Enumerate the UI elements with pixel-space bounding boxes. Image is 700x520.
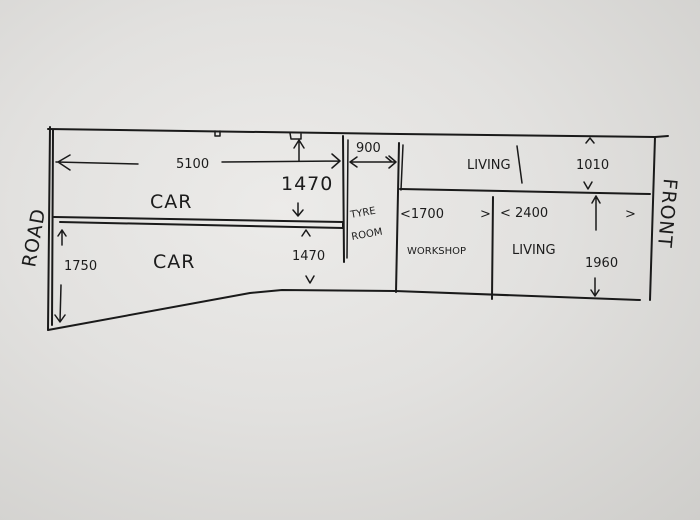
front-wall	[649, 136, 656, 301]
dim-1470-top: 1470	[281, 173, 333, 195]
car-top-label: CAR	[150, 191, 192, 213]
tyre-room-left-wall	[342, 135, 345, 263]
workshop-living-divider	[491, 196, 494, 300]
window-mark	[214, 130, 221, 137]
living-top-label: LIVING	[467, 158, 511, 173]
dim-arrow-900	[349, 155, 397, 169]
workshop-label: WORKSHOP	[407, 246, 466, 257]
living-divider	[399, 188, 651, 195]
dim-2400-end: >	[625, 207, 636, 222]
dim-1700-end: >	[480, 207, 491, 222]
dim-1010: 1010	[576, 158, 609, 173]
car-divider	[53, 216, 344, 229]
car-bottom-label: CAR	[153, 251, 195, 273]
dim-arrow-1750	[54, 229, 67, 323]
front-label: FRONT	[653, 178, 681, 250]
dim-1470-bottom: 1470	[292, 249, 325, 264]
dim-5100: 5100	[176, 157, 209, 172]
tyre-room-label-line2: ROOM	[351, 227, 384, 243]
road-label: ROAD	[18, 206, 50, 268]
dim-1700: <1700	[400, 207, 444, 222]
tyre-room-right-wall	[395, 142, 400, 293]
living-bottom-label: LIVING	[512, 243, 556, 258]
dim-arrow-1010	[583, 137, 595, 190]
dim-arrow-1470-bottom	[301, 229, 315, 284]
bottom-wall-slanted	[47, 289, 641, 331]
dim-arrow-5100	[55, 153, 341, 171]
rear-wall	[47, 126, 51, 331]
window-mark	[289, 132, 302, 140]
dim-900: 900	[356, 141, 381, 156]
dim-2400: < 2400	[500, 206, 548, 221]
dim-1750: 1750	[64, 259, 97, 274]
tyre-room-left-wall-inner	[346, 139, 349, 259]
tyre-room-right-wall-inner	[400, 144, 404, 191]
outer-top-wall	[47, 128, 669, 138]
dim-arrow-1470-top	[292, 139, 305, 217]
living-divider-stroke	[516, 145, 523, 184]
tyre-room-label-line1: TYRE	[349, 206, 377, 221]
dim-arrow-1960	[590, 195, 601, 297]
rear-wall-inner	[51, 129, 54, 326]
dim-1960: 1960	[585, 256, 618, 271]
